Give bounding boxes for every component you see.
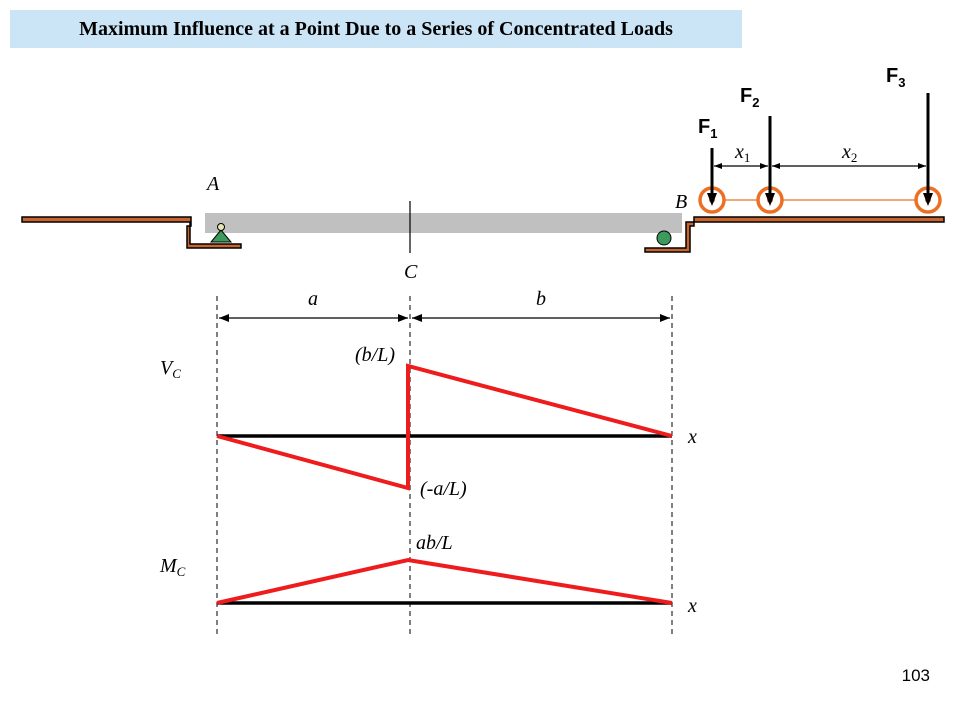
label-b-support: B: [675, 191, 687, 213]
spacing-x2-dimension: [772, 163, 926, 169]
force-arrow-f2: [765, 116, 775, 206]
spacing-x1-letter: x: [734, 141, 744, 163]
spacing-x2-letter: x: [841, 141, 851, 163]
force-f3-sub: 3: [898, 75, 905, 90]
force-arrow-f3: [923, 93, 933, 206]
moment-label-letter: M: [159, 555, 178, 577]
spacing-x2-sub: 2: [851, 150, 858, 165]
force-f3-letter: F: [886, 65, 898, 87]
moment-influence-line: [216, 557, 673, 605]
force-label-f1: F1: [698, 116, 717, 141]
shear-positive-peak-label: (b/L): [355, 344, 395, 366]
force-label-f2: F2: [740, 85, 759, 110]
force-label-f3: F3: [886, 65, 905, 90]
label-point-c: C: [404, 261, 418, 283]
page-number: 103: [901, 666, 930, 685]
slide-title: Maximum Influence at a Point Due to a Se…: [10, 10, 742, 48]
ground-right: [644, 216, 945, 253]
force-arrow-f1: [707, 148, 717, 206]
moment-axis-label: x: [687, 595, 697, 617]
force-f1-letter: F: [698, 116, 710, 138]
ground-left: [21, 216, 242, 249]
shear-axis-label: x: [687, 426, 697, 448]
dimension-b: [412, 314, 670, 322]
dimension-a: [219, 314, 408, 322]
shear-negative-peak-label: (-a/L): [420, 478, 467, 500]
spacing-x1-sub: 1: [744, 150, 751, 165]
shear-influence-line: [216, 363, 673, 491]
moment-peak-label: ab/L: [416, 532, 453, 554]
force-f2-letter: F: [740, 85, 752, 107]
dimension-label-a: a: [308, 288, 318, 310]
moment-label: MC: [159, 555, 186, 579]
shear-label-sub: C: [172, 366, 181, 381]
label-a-support: A: [205, 173, 220, 195]
spacing-label-x2: x2: [841, 141, 857, 165]
slide-title-text: Maximum Influence at a Point Due to a Se…: [79, 17, 673, 40]
beam: [205, 213, 682, 233]
dashed-guides: [216, 296, 673, 635]
shear-label-letter: V: [160, 357, 175, 379]
moment-label-sub: C: [177, 564, 186, 579]
pin-support-a: [209, 223, 233, 243]
force-f1-sub: 1: [710, 126, 717, 141]
shear-label: VC: [160, 357, 181, 381]
spacing-x1-dimension: [714, 163, 768, 169]
dimension-label-b: b: [536, 288, 546, 310]
roller-support-b: [656, 230, 672, 246]
spacing-label-x1: x1: [734, 141, 750, 165]
force-f2-sub: 2: [752, 95, 759, 110]
